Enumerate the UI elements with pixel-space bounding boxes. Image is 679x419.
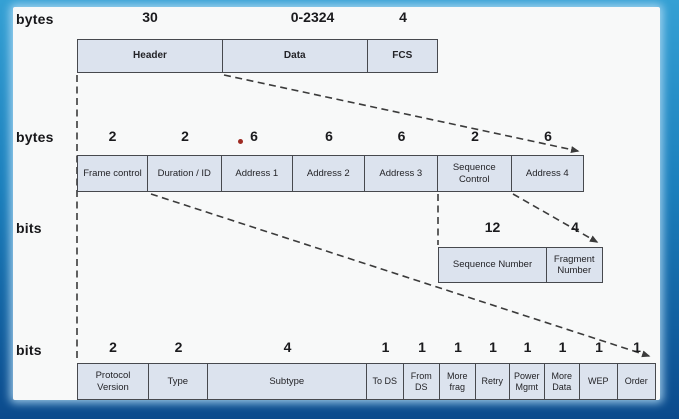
size-more-frag: 1 — [454, 339, 462, 355]
field-address-3: Address 3 — [363, 155, 438, 192]
size-sequence-control: 2 — [471, 128, 479, 144]
size-more-data: 1 — [558, 339, 567, 355]
field-data: Data — [221, 39, 368, 73]
unit-label: bytes — [16, 129, 54, 145]
field-subtype: Subtype — [206, 363, 367, 400]
size-subtype: 4 — [283, 339, 292, 355]
field-retry: Retry — [474, 363, 510, 400]
connector-seqctrl-right-diagonal — [512, 193, 599, 243]
size-from-ds: 1 — [418, 339, 426, 355]
field-type: Type — [147, 363, 208, 400]
field-more-data: More Data — [543, 363, 580, 400]
size-fcs: 4 — [399, 9, 407, 25]
size-type: 2 — [174, 339, 183, 355]
field-more-frag: More frag — [438, 363, 476, 400]
connector-framectrl-right-diagonal — [150, 193, 651, 358]
size-sequence-number: 12 — [484, 219, 501, 235]
size-address-1: 6 — [250, 128, 258, 144]
field-from-ds: From DS — [402, 363, 440, 400]
size-data: 0-2324 — [290, 9, 335, 25]
size-power-mgmt: 1 — [523, 339, 532, 355]
unit-label: bytes — [16, 11, 54, 27]
size-address-3: 6 — [397, 128, 406, 144]
field-address-2: Address 2 — [291, 155, 365, 192]
field-wep: WEP — [578, 363, 618, 400]
field-sequence-control: Sequence Control — [436, 155, 512, 192]
size-address-4: 6 — [544, 128, 552, 144]
field-fragment-number: Fragment Number — [545, 247, 603, 283]
field-protocol-version: Protocol Version — [77, 363, 149, 400]
size-wep: 1 — [595, 339, 603, 355]
field-header: Header — [77, 39, 223, 73]
field-address-1: Address 1 — [220, 155, 293, 192]
unit-label: bits — [16, 342, 42, 358]
field-fcs: FCS — [366, 39, 438, 73]
size-frame-control: 2 — [108, 128, 117, 144]
size-fragment-number: 4 — [571, 219, 579, 235]
field-to-ds: To DS — [365, 363, 404, 400]
size-to-ds: 1 — [381, 339, 390, 355]
size-header: 30 — [142, 9, 158, 25]
size-order: 1 — [633, 339, 641, 355]
size-address-2: 6 — [325, 128, 333, 144]
field-duration-id: Duration / ID — [146, 155, 222, 192]
field-frame-control: Frame control — [77, 155, 148, 192]
unit-label: bits — [16, 220, 42, 236]
field-address-4: Address 4 — [510, 155, 584, 192]
connector-header-right-diagonal — [223, 74, 580, 153]
field-sequence-number: Sequence Number — [438, 247, 547, 283]
size-retry: 1 — [489, 339, 497, 355]
size-protocol-version: 2 — [109, 339, 117, 355]
pointer-dot — [238, 139, 243, 144]
field-order: Order — [616, 363, 656, 400]
field-power-mgmt: Power Mgmt — [508, 363, 545, 400]
size-duration-id: 2 — [181, 128, 189, 144]
